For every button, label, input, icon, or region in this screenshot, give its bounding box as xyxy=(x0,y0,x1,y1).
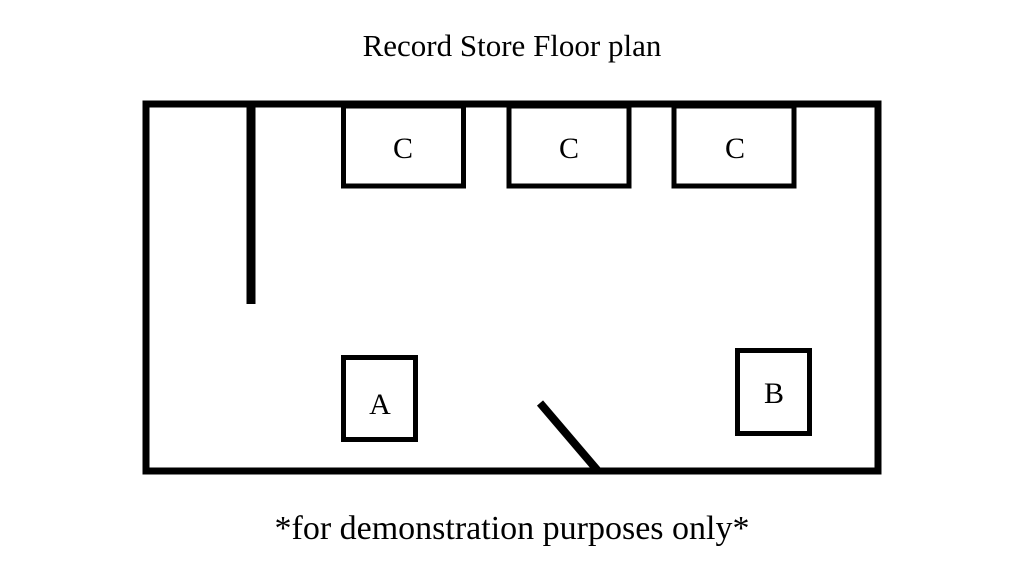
display-label: C xyxy=(559,132,579,165)
store-outline xyxy=(142,100,882,475)
door xyxy=(536,400,602,474)
display-label: A xyxy=(369,388,391,421)
display-c-3: C xyxy=(671,103,797,189)
display-label: C xyxy=(393,132,413,165)
display-a: A xyxy=(341,355,418,442)
display-b: B xyxy=(735,348,812,436)
display-c-2: C xyxy=(506,103,632,189)
display-label: B xyxy=(764,377,784,410)
display-label: C xyxy=(725,132,745,165)
disclaimer: *for demonstration purposes only* xyxy=(274,510,750,547)
display-c-1: C xyxy=(341,103,466,189)
diagram-title: Record Store Floor plan xyxy=(362,28,662,63)
